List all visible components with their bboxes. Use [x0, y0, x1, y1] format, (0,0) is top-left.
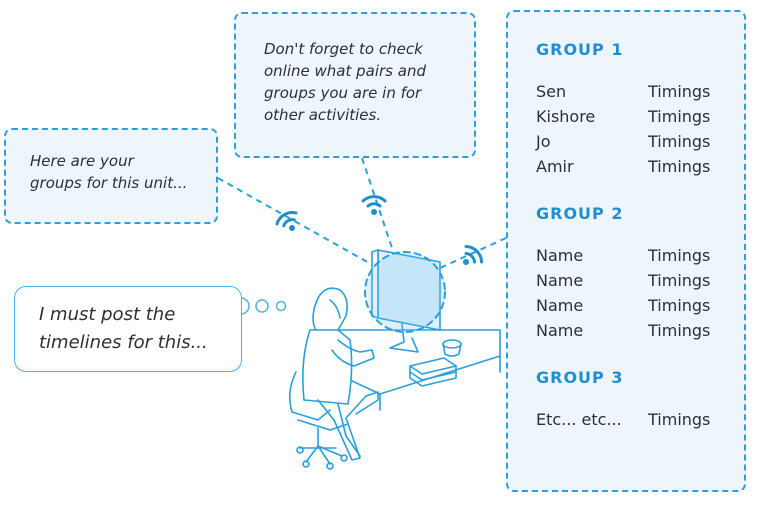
member-name: Kishore	[536, 107, 596, 126]
list-item: Sen Timings	[536, 82, 736, 107]
member-timing: Timings	[648, 132, 711, 151]
callout-check-online: Don't forget to check online what pairs …	[234, 12, 476, 158]
group-panel: GROUP 1 Sen Timings Kishore Timings Jo T…	[506, 10, 746, 492]
callout-line: Don't forget to check	[264, 40, 423, 58]
monitor-icon	[364, 251, 446, 333]
wifi-icon	[463, 244, 484, 265]
thought-line: timelines for this...	[39, 332, 208, 353]
member-name: Name	[536, 271, 584, 290]
list-item: Amir Timings	[536, 157, 736, 182]
member-timing: Timings	[648, 157, 711, 176]
member-name: Amir	[536, 157, 574, 176]
member-timing: Timings	[648, 246, 711, 265]
member-timing: Timings	[648, 82, 711, 101]
person-at-desk-illustration	[288, 249, 501, 470]
callout-line: groups you are in for	[264, 84, 422, 102]
member-name: Name	[536, 321, 584, 340]
member-name: Name	[536, 246, 584, 265]
list-item: Name Timings	[536, 271, 736, 296]
list-item: Etc... etc... Timings	[536, 410, 736, 435]
group-title: GROUP 3	[536, 368, 624, 387]
member-name: Sen	[536, 82, 567, 101]
wifi-icon	[275, 211, 298, 231]
list-item: Name Timings	[536, 321, 736, 346]
thought-line: I must post the	[39, 304, 176, 325]
list-item: Kishore Timings	[536, 107, 736, 132]
member-timing: Timings	[648, 271, 711, 290]
connector-left	[217, 177, 379, 269]
group-title: GROUP 1	[536, 40, 624, 59]
callout-line: other activities.	[264, 106, 382, 124]
member-name: Name	[536, 296, 584, 315]
member-timing: Timings	[648, 296, 711, 315]
callout-line: Here are your	[30, 152, 134, 170]
connector-right	[439, 237, 507, 269]
group-title: GROUP 2	[536, 204, 624, 223]
member-timing: Timings	[648, 321, 711, 340]
member-timing: Timings	[648, 107, 711, 126]
list-item: Jo Timings	[536, 132, 736, 157]
callout-groups-intro: Here are your groups for this unit...	[4, 128, 218, 224]
list-item: Name Timings	[536, 246, 736, 271]
callout-line: online what pairs and	[264, 62, 426, 80]
list-item: Name Timings	[536, 296, 736, 321]
member-name: Etc... etc...	[536, 410, 622, 429]
callout-line: groups for this unit...	[30, 174, 188, 192]
wifi-icon	[361, 195, 387, 215]
thought-bubble: I must post the timelines for this...	[14, 286, 242, 372]
member-timing: Timings	[648, 410, 711, 429]
member-name: Jo	[536, 132, 551, 151]
